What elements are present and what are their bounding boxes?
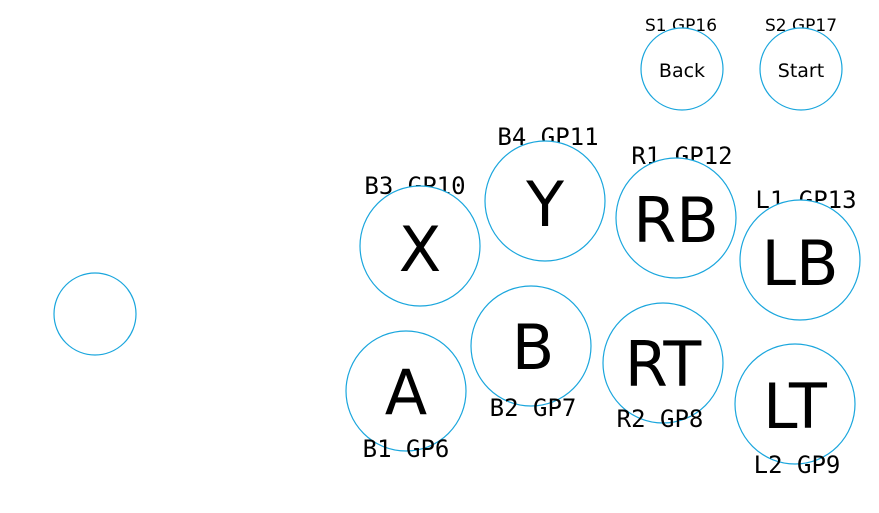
start-button[interactable] — [759, 27, 843, 111]
x-button[interactable] — [359, 185, 481, 307]
rt-button[interactable] — [602, 302, 724, 424]
back-button-group: S1 GP16 Back — [640, 16, 724, 111]
rb-button-group: R1 GP12 RB — [615, 142, 737, 279]
back-pin-label: S1 GP16 — [645, 16, 717, 36]
b-button-group: B B2 GP7 — [470, 285, 592, 422]
x-button-group: B3 GP10 X — [359, 172, 481, 307]
rb-button-label: RB — [633, 184, 719, 257]
start-button-label: Start — [778, 60, 824, 82]
rt-button-label: RT — [625, 328, 703, 401]
a-pin-label: B1 GP6 — [363, 435, 450, 463]
lb-button-label: LB — [761, 227, 838, 300]
b-button[interactable] — [470, 285, 592, 407]
y-button[interactable] — [484, 140, 606, 262]
back-button[interactable] — [640, 27, 724, 111]
a-button[interactable] — [345, 330, 467, 452]
stick-circle[interactable] — [53, 272, 137, 356]
rt-button-group: RT R2 GP8 — [602, 302, 724, 433]
y-button-label: Y — [525, 168, 564, 241]
a-button-group: A B1 GP6 — [345, 330, 467, 463]
lb-button[interactable] — [739, 199, 861, 321]
b-pin-label: B2 GP7 — [490, 394, 577, 422]
lb-button-group: L1 GP13 LB — [739, 186, 861, 321]
x-button-label: X — [399, 213, 441, 286]
b-button-label: B — [512, 311, 555, 384]
a-button-label: A — [385, 356, 427, 429]
rb-button[interactable] — [615, 157, 737, 279]
rt-pin-label: R2 GP8 — [617, 405, 704, 433]
lt-button-group: LT L2 GP9 — [734, 343, 856, 479]
y-button-group: B4 GP11 Y — [484, 123, 606, 262]
back-button-label: Back — [659, 60, 705, 82]
stick-group — [53, 272, 137, 356]
lt-pin-label: L2 GP9 — [754, 451, 841, 479]
lt-button-label: LT — [763, 370, 828, 443]
start-button-group: S2 GP17 Start — [759, 16, 843, 111]
lt-button[interactable] — [734, 343, 856, 465]
start-pin-label: S2 GP17 — [765, 16, 837, 36]
